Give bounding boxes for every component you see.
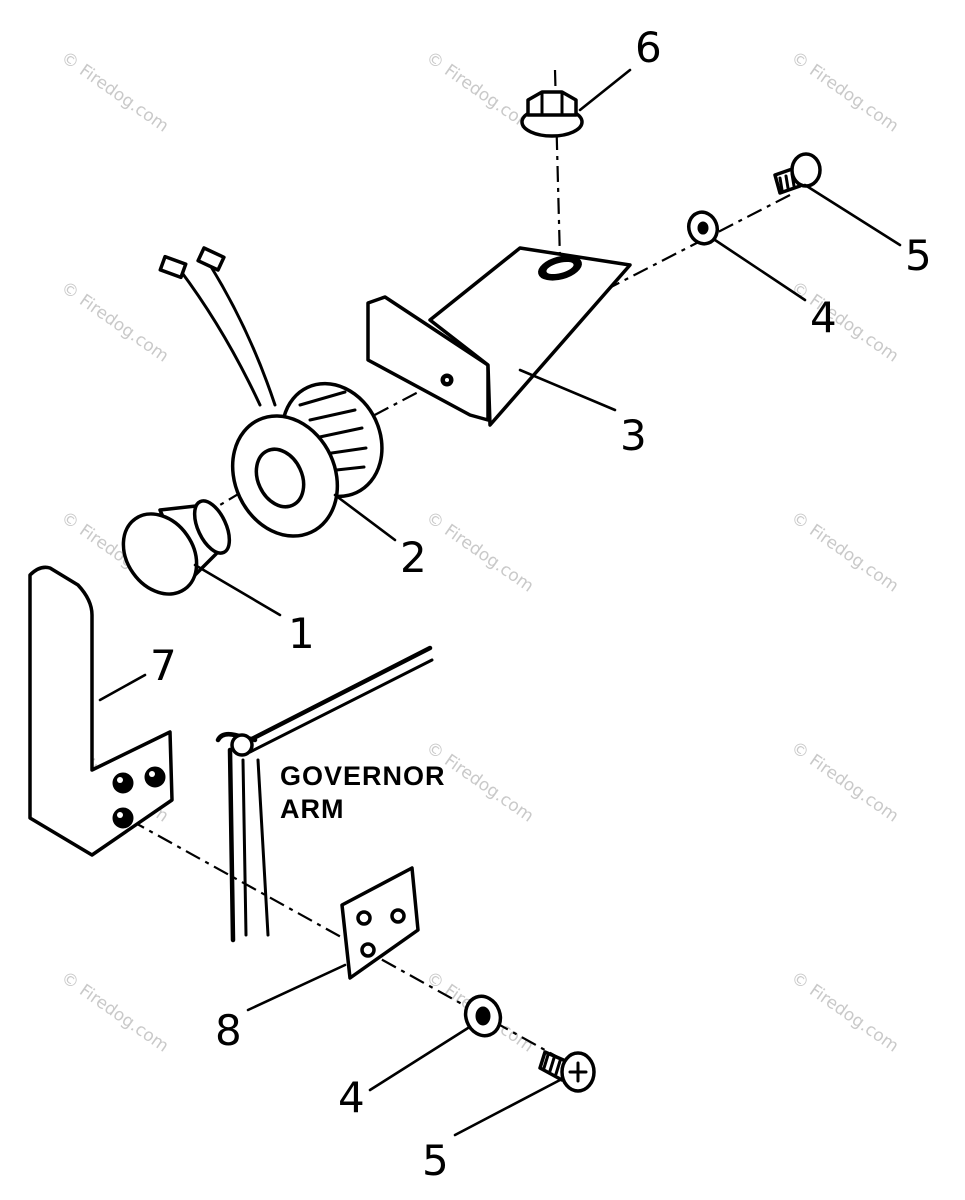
watermark: © Firedog.com [787, 738, 902, 827]
watermark: © Firedog.com [57, 278, 172, 367]
part-4-washer-upper [687, 210, 719, 246]
watermark: © Firedog.com [787, 968, 902, 1057]
callout-1: 1 [288, 609, 315, 658]
callout-6: 6 [635, 23, 662, 72]
callout-7: 7 [150, 641, 177, 690]
part-6-nut [520, 90, 584, 138]
part-2-coil [158, 246, 384, 538]
watermark: © Firedog.com [787, 278, 902, 367]
callout-2: 2 [400, 533, 427, 582]
callout-3: 3 [620, 411, 647, 460]
watermark: © Firedog.com [422, 48, 537, 137]
watermark: © Firedog.com [787, 508, 902, 597]
watermark: © Firedog.com [57, 48, 172, 137]
callout-4-upper: 4 [810, 293, 837, 342]
callout-5-lower: 5 [422, 1136, 449, 1185]
part-4-washer-lower [463, 994, 503, 1038]
callout-4-lower: 4 [338, 1073, 365, 1122]
part-3-mount [366, 246, 632, 427]
governor-label-line2: ARM [280, 794, 345, 824]
watermark: © Firedog.com [57, 968, 172, 1057]
watermark: © Firedog.com [422, 508, 537, 597]
part-5-screw-lower [538, 1050, 596, 1093]
callouts: 6 5 4 3 2 1 7 8 4 5 [150, 23, 932, 1185]
callout-8: 8 [215, 1006, 242, 1055]
callout-5-upper: 5 [905, 231, 932, 280]
part-5-screw-upper [773, 152, 822, 195]
part-8-plate [340, 866, 420, 980]
watermark: © Firedog.com [787, 48, 902, 137]
part-1-plug [121, 499, 232, 596]
governor-arm-label: GOVERNOR ARM [280, 761, 446, 824]
governor-arm [215, 645, 434, 943]
governor-label-line1: GOVERNOR [280, 761, 446, 791]
leader-lines [98, 68, 902, 1137]
part-7-bracket [28, 565, 174, 857]
